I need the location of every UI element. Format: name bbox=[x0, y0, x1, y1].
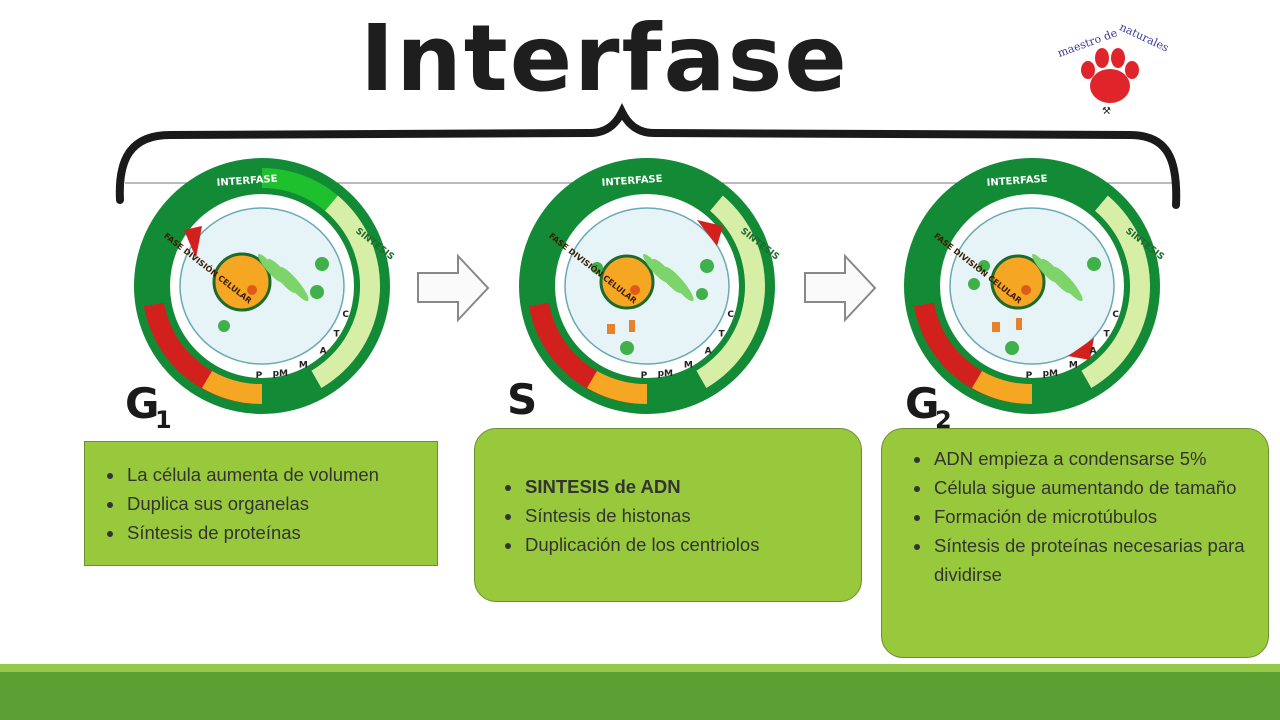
tools-icon: ⚒ bbox=[1102, 106, 1111, 117]
stage-label: P bbox=[1026, 371, 1033, 381]
stage-label: A bbox=[1090, 346, 1097, 356]
stage-label: M bbox=[1069, 361, 1078, 371]
stage-label: pM bbox=[273, 369, 288, 379]
list-item: Formación de microtúbulos bbox=[932, 502, 1258, 531]
g2-list: ADN empieza a condensarse 5% Célula sigu… bbox=[882, 444, 1268, 589]
phase-sub-g1: 1 bbox=[155, 406, 172, 430]
stage-label: T bbox=[719, 330, 726, 340]
ring-label-interfase: INTERFASE bbox=[601, 174, 663, 189]
list-item: SINTESIS de ADN bbox=[523, 472, 861, 501]
g2-info-box: ADN empieza a condensarse 5% Célula sigu… bbox=[881, 428, 1269, 658]
footer-accent bbox=[0, 664, 1280, 672]
s-list: SINTESIS de ADN Síntesis de histonas Dup… bbox=[475, 472, 861, 559]
phase-label-s: S bbox=[507, 375, 537, 424]
stage-label: C bbox=[727, 310, 734, 320]
g1-list: La célula aumenta de volumen Duplica sus… bbox=[85, 460, 437, 547]
brace bbox=[115, 103, 1181, 209]
list-item: Célula sigue aumentando de tamaño bbox=[932, 473, 1258, 502]
ring-label-interfase: INTERFASE bbox=[216, 174, 278, 189]
phase-label-g2: G bbox=[905, 379, 939, 428]
stage-label: T bbox=[334, 330, 341, 340]
list-item: Síntesis de proteínas bbox=[125, 518, 437, 547]
paw-print-icon bbox=[1081, 48, 1139, 103]
stage-label: pM bbox=[1043, 369, 1058, 379]
list-item: La célula aumenta de volumen bbox=[125, 460, 437, 489]
phase-sub-g2: 2 bbox=[935, 406, 952, 430]
stage-label: C bbox=[342, 310, 349, 320]
list-item: Síntesis de histonas bbox=[523, 501, 861, 530]
stage-label: A bbox=[320, 346, 327, 356]
list-item: ADN empieza a condensarse 5% bbox=[932, 444, 1258, 473]
stage-label: C bbox=[1112, 310, 1119, 320]
stage-label: M bbox=[684, 361, 693, 371]
g1-info-box: La célula aumenta de volumen Duplica sus… bbox=[84, 441, 438, 566]
ring-label-interfase: INTERFASE bbox=[986, 174, 1048, 189]
stage-label: A bbox=[705, 346, 712, 356]
stage-label: M bbox=[299, 361, 308, 371]
arrow-icon bbox=[417, 253, 490, 323]
stage-label: pM bbox=[658, 369, 673, 379]
arrow-icon bbox=[804, 253, 877, 323]
stage-label: P bbox=[641, 371, 648, 381]
list-item: Duplica sus organelas bbox=[125, 489, 437, 518]
phase-label-g1: G bbox=[125, 379, 159, 428]
stage-label: T bbox=[1104, 330, 1111, 340]
logo: maestro de naturales ⚒ bbox=[1056, 20, 1170, 117]
stage-label: P bbox=[256, 371, 263, 381]
list-item: Síntesis de proteínas necesarias para di… bbox=[932, 531, 1258, 589]
footer-bar bbox=[0, 672, 1280, 720]
list-item: Duplicación de los centriolos bbox=[523, 530, 861, 559]
page-title: Interfase bbox=[360, 5, 849, 112]
s-info-box: SINTESIS de ADN Síntesis de histonas Dup… bbox=[474, 428, 862, 602]
